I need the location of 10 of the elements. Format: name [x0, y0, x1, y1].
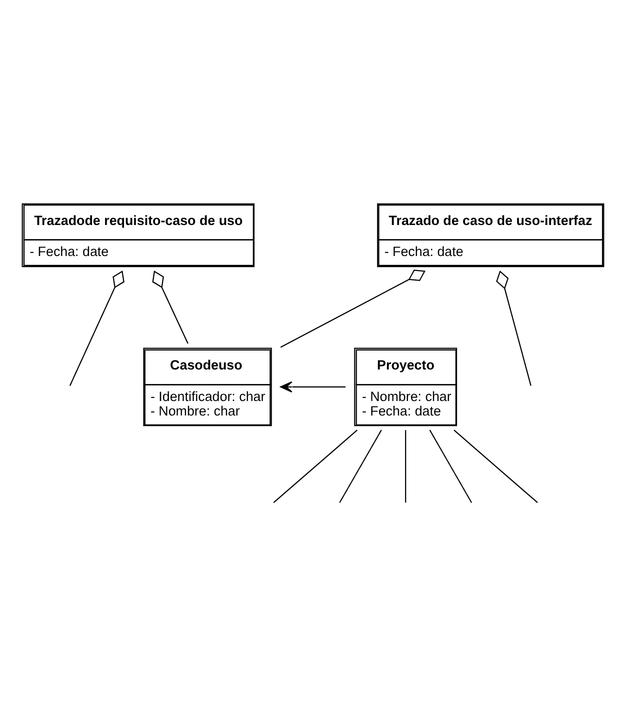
connector: [429, 429, 472, 502]
connector: [339, 429, 382, 502]
connector: [69, 270, 124, 386]
arrow: [280, 380, 346, 392]
connector: [273, 429, 358, 503]
connector: [454, 429, 538, 503]
connector: [152, 270, 188, 344]
connector: [496, 270, 532, 386]
connector: [280, 269, 426, 348]
connector: [405, 430, 406, 502]
